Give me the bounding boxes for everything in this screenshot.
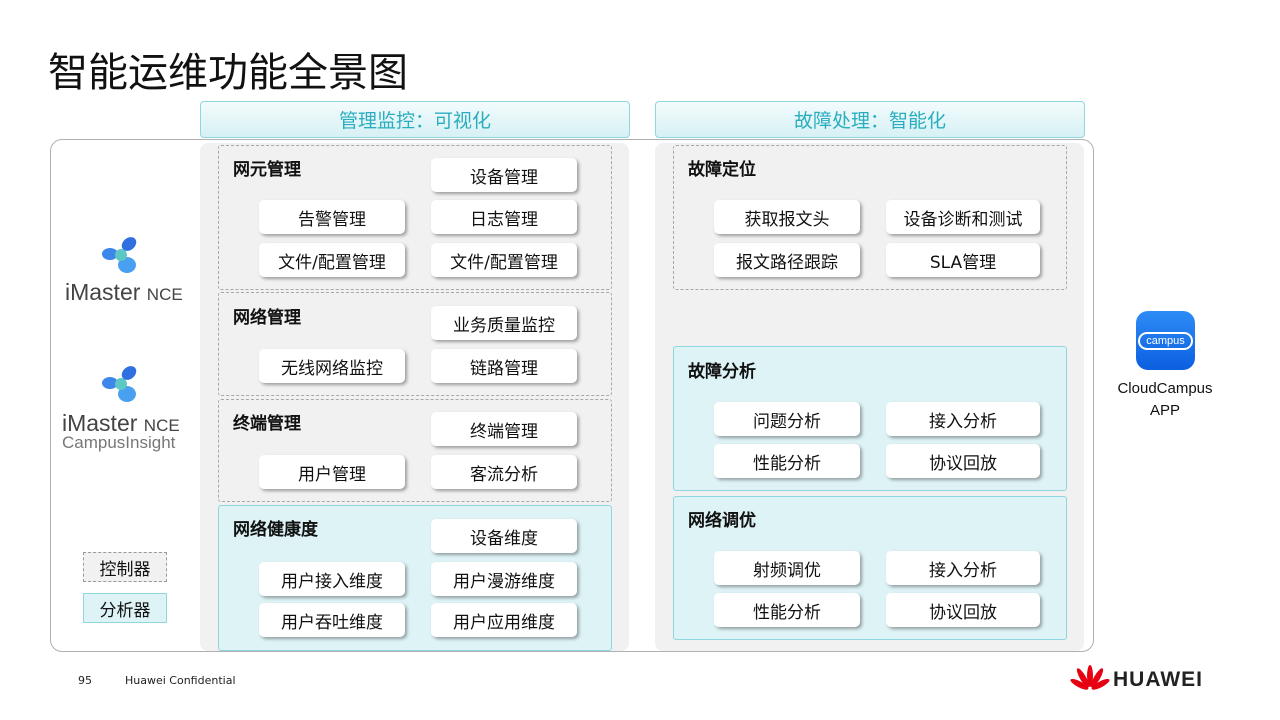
feature-button[interactable]: 性能分析	[714, 593, 860, 627]
section-network-management	[218, 292, 612, 396]
feature-button[interactable]: 业务质量监控	[431, 306, 577, 340]
huawei-brand: HUAWEI	[1113, 668, 1203, 691]
feature-button[interactable]: 用户漫游维度	[431, 562, 577, 596]
feature-button[interactable]: 设备管理	[431, 158, 577, 192]
section-title: 故障定位	[688, 160, 756, 180]
feature-button[interactable]: 告警管理	[259, 200, 405, 234]
section-title: 网元管理	[233, 160, 301, 180]
section-title: 终端管理	[233, 414, 301, 434]
feature-button[interactable]: 协议回放	[886, 444, 1040, 478]
feature-button[interactable]: 用户管理	[259, 455, 405, 489]
legend-controller: 控制器	[83, 552, 167, 582]
feature-button[interactable]: 客流分析	[431, 455, 577, 489]
feature-button[interactable]: 接入分析	[886, 551, 1040, 585]
app-label-line2: APP	[1149, 402, 1180, 419]
imaster-nce-logo-icon	[102, 237, 137, 273]
section-ne-management	[218, 145, 612, 290]
feature-button[interactable]: 报文路径跟踪	[714, 243, 860, 277]
feature-button[interactable]: 接入分析	[886, 402, 1040, 436]
cloudcampus-app-label: CloudCampus APP	[1100, 378, 1230, 422]
imaster-nce-label: iMaster NCE	[62, 410, 180, 436]
outer-frame	[50, 139, 1094, 652]
campusinsight-label: CampusInsight	[62, 433, 176, 452]
feature-button[interactable]: 设备诊断和测试	[886, 200, 1040, 234]
feature-button[interactable]: 设备维度	[431, 519, 577, 553]
section-title: 网络管理	[233, 308, 301, 328]
header-fault-handling: 故障处理：智能化	[655, 101, 1085, 138]
feature-button[interactable]: 链路管理	[431, 349, 577, 383]
cloudcampus-app-icon[interactable]: campus	[1136, 311, 1195, 370]
section-terminal-management	[218, 399, 612, 502]
imaster-nce-label: iMaster NCE	[65, 279, 183, 305]
page-number: 95	[78, 674, 92, 687]
app-icon-text: campus	[1138, 331, 1193, 350]
feature-button[interactable]: 终端管理	[431, 412, 577, 446]
huawei-flower-icon	[1070, 665, 1110, 690]
feature-button[interactable]: 用户应用维度	[431, 603, 577, 637]
header-monitoring: 管理监控：可视化	[200, 101, 630, 138]
section-fault-location	[673, 145, 1067, 290]
feature-button[interactable]: 射频调优	[714, 551, 860, 585]
feature-button[interactable]: 性能分析	[714, 444, 860, 478]
feature-button[interactable]: 文件/配置管理	[431, 243, 577, 277]
feature-button[interactable]: SLA管理	[886, 243, 1040, 277]
section-title: 网络健康度	[233, 520, 318, 540]
feature-button[interactable]: 用户吞吐维度	[259, 603, 405, 637]
confidential-label: Huawei Confidential	[125, 674, 236, 687]
feature-button[interactable]: 协议回放	[886, 593, 1040, 627]
feature-button[interactable]: 无线网络监控	[259, 349, 405, 383]
feature-button[interactable]: 文件/配置管理	[259, 243, 405, 277]
app-label-line1: CloudCampus	[1117, 380, 1213, 397]
section-title: 故障分析	[688, 362, 756, 382]
feature-button[interactable]: 日志管理	[431, 200, 577, 234]
feature-button[interactable]: 获取报文头	[714, 200, 860, 234]
legend-analyzer: 分析器	[83, 593, 167, 623]
page-title: 智能运维功能全景图	[48, 50, 408, 96]
feature-button[interactable]: 用户接入维度	[259, 562, 405, 596]
imaster-nce-campusinsight-logo-icon	[102, 366, 137, 402]
section-title: 网络调优	[688, 511, 756, 531]
feature-button[interactable]: 问题分析	[714, 402, 860, 436]
